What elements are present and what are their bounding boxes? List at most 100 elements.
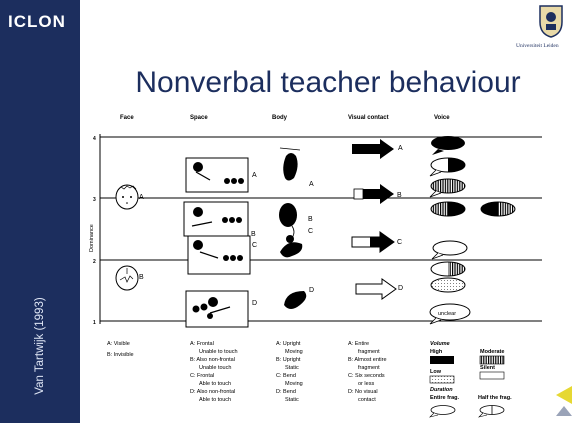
- voice-unclear-label: unclear: [438, 311, 456, 317]
- tick-label: 1: [93, 320, 96, 326]
- arrow-left-icon[interactable]: [556, 386, 572, 404]
- legend-text: A: Visible: [107, 341, 130, 347]
- duration-entire-icon: [429, 405, 456, 418]
- legend-text: B: Invisible: [107, 352, 134, 358]
- voice-high-entire-icon: [431, 136, 465, 155]
- marker-d: D: [398, 285, 403, 292]
- marker-c: C: [397, 239, 402, 246]
- marker-a: A: [139, 194, 144, 201]
- legend-text: C: Six seconds: [348, 373, 385, 379]
- column-space: Space: [190, 115, 208, 121]
- marker-a: A: [309, 181, 314, 188]
- legend-volume: Volume: [430, 341, 450, 347]
- marker-c: C: [252, 242, 257, 249]
- legend-duration: Duration: [430, 387, 453, 393]
- column-body: Body: [272, 115, 288, 121]
- legend-entire: Entire frag.: [430, 395, 460, 401]
- column-visual-contact: Visual contact: [348, 115, 389, 121]
- legend-moderate: Moderate: [480, 349, 504, 355]
- swatch-silent: [479, 371, 505, 380]
- home-icon[interactable]: [556, 406, 572, 416]
- legend-text: Moving: [285, 349, 303, 355]
- marker-d: D: [252, 300, 257, 307]
- behaviour-diagram: Face Space Body Visual contact Voice 4 3…: [89, 115, 542, 418]
- tick-label: 3: [93, 197, 96, 203]
- legend-space: A: Frontal Unable to touch B: Also non-f…: [190, 341, 238, 403]
- column-voice: Voice: [434, 115, 450, 121]
- legend-high: High: [430, 349, 443, 355]
- legend-text: fragment: [358, 365, 380, 371]
- legend-text: Unable touch: [199, 365, 231, 371]
- swatch-high: [430, 356, 454, 364]
- legend-text: contact: [358, 397, 376, 403]
- body-upright-static-icon: [279, 203, 297, 239]
- slide-title: Nonverbal teacher behaviour: [135, 66, 521, 99]
- voice-low-icon: [430, 277, 466, 293]
- legend-low: Low: [430, 369, 442, 375]
- marker-b: B: [139, 274, 144, 281]
- visual-arrow-a-icon: [352, 139, 394, 159]
- voice-moderate-entire-icon: [429, 178, 466, 198]
- legend-text: Moving: [285, 381, 303, 387]
- legend-text: or less: [358, 381, 374, 387]
- marker-b: B: [251, 231, 256, 238]
- legend-text: Able to touch: [199, 381, 231, 387]
- body-bend-static-icon: [284, 291, 307, 309]
- voice-high-half-icon: [429, 157, 466, 177]
- duration-half-icon: [478, 405, 505, 418]
- legend-face: A: Visible B: Invisible: [107, 341, 134, 358]
- legend-text: Unable to touch: [199, 349, 238, 355]
- tick-label: 2: [93, 259, 96, 265]
- swatch-moderate: [479, 355, 505, 365]
- legend-text: Static: [285, 397, 299, 403]
- legend-text: Able to touch: [199, 397, 231, 403]
- marker-c: C: [308, 228, 313, 235]
- brand-logo: ICLON: [8, 12, 66, 31]
- legend-text: C: Frontal: [190, 373, 214, 379]
- legend-text: A: Upright: [276, 341, 301, 347]
- voice-silent-icon: [431, 240, 468, 260]
- visual-arrow-d-icon: [355, 278, 397, 300]
- university-name: Universiteit Leiden: [516, 43, 559, 49]
- legend-text: D: Bend: [276, 389, 296, 395]
- column-face: Face: [120, 115, 134, 121]
- visual-arrow-c-icon: [351, 231, 395, 253]
- legend-body: A: Upright Moving B: Upright Static C: B…: [276, 341, 303, 403]
- space-d-figures: [192, 297, 231, 319]
- swatch-low: [429, 375, 455, 384]
- legend-text: Static: [285, 365, 299, 371]
- author-citation: Van Tartwijk (1993): [34, 297, 46, 395]
- legend-text: B: Upright: [276, 357, 301, 363]
- marker-b: B: [397, 192, 402, 199]
- space-box-c: [187, 235, 251, 275]
- legend-half: Half the frag.: [478, 395, 512, 401]
- space-c-figures: [193, 240, 243, 261]
- voice-moderate-low-icon: [430, 261, 466, 277]
- axis-label: Dominance: [89, 224, 95, 252]
- marker-a: A: [252, 172, 257, 179]
- sidebar: ICLON Van Tartwijk (1993): [0, 0, 80, 423]
- legend-silent: Silent: [480, 365, 495, 371]
- body-upright-moving-icon: [279, 147, 301, 181]
- marker-b: B: [308, 216, 313, 223]
- visual-arrow-b-icon: [353, 184, 394, 204]
- face-invisible-icon: [115, 265, 139, 291]
- legend-text: C: Bend: [276, 373, 296, 379]
- legend-text: A: Entire: [348, 341, 369, 347]
- legend-text: B: Also non-frontal: [190, 357, 235, 363]
- legend-text: fragment: [358, 349, 380, 355]
- space-b-figures: [191, 207, 242, 227]
- space-a-figures: [193, 162, 244, 184]
- legend-voice: Volume High Moderate Low Silent Duration…: [429, 341, 512, 418]
- legend-text: D: Also non-frontal: [190, 389, 235, 395]
- legend-text: A: Frontal: [190, 341, 214, 347]
- face-visible-icon: [115, 184, 139, 210]
- legend-text: B: Almost entire: [348, 357, 387, 363]
- legend-text: D: No visual: [348, 389, 378, 395]
- tick-label: 4: [93, 136, 96, 142]
- legend-visual: A: Entire fragment B: Almost entire frag…: [348, 341, 387, 403]
- marker-a: A: [398, 145, 403, 152]
- body-bend-moving-icon: [280, 235, 303, 258]
- voice-mixed-icon: [480, 201, 516, 217]
- marker-d: D: [309, 287, 314, 294]
